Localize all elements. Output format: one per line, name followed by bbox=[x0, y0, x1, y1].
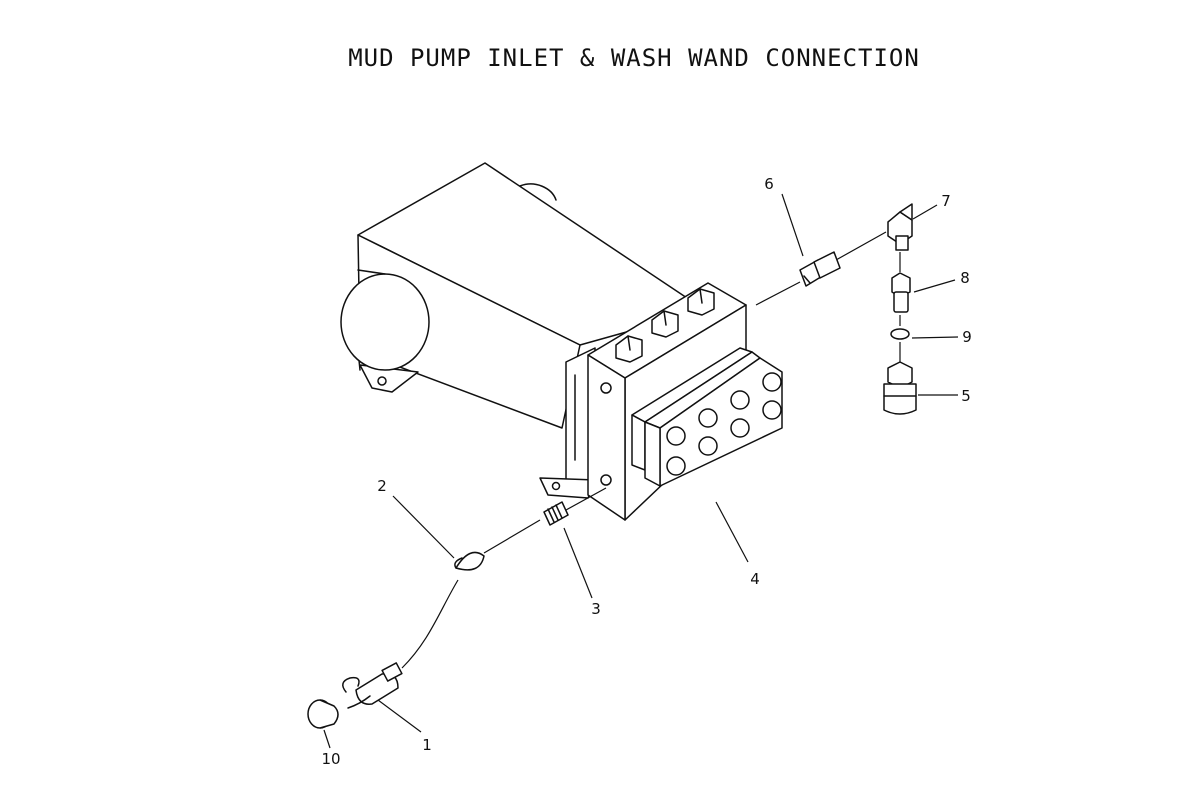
top-hex-cap bbox=[688, 289, 714, 315]
part-1-inlet-fitting bbox=[343, 663, 402, 708]
leader-lines bbox=[324, 194, 958, 748]
part-6-fitting bbox=[800, 252, 840, 286]
motor-end-cap bbox=[341, 270, 429, 370]
top-hex-cap bbox=[616, 336, 642, 362]
part-5-quick-coupler bbox=[884, 362, 916, 414]
callout-4: 4 bbox=[750, 570, 760, 588]
diagram-title: MUD PUMP INLET & WASH WAND CONNECTION bbox=[348, 44, 920, 72]
part-7-elbow bbox=[888, 204, 912, 250]
callout-7: 7 bbox=[941, 192, 951, 210]
explosion-lines bbox=[402, 232, 900, 668]
callout-8: 8 bbox=[960, 269, 970, 287]
callout-2: 2 bbox=[377, 477, 387, 495]
callout-6: 6 bbox=[764, 175, 774, 193]
callout-labels: 1 2 3 4 5 6 7 8 9 10 bbox=[321, 175, 971, 768]
part-3-threaded-nipple bbox=[544, 502, 568, 525]
part-9-o-ring bbox=[891, 329, 909, 339]
top-hex-cap bbox=[652, 311, 678, 337]
part-2-clamp bbox=[455, 552, 484, 569]
pump-head-manifold bbox=[575, 283, 782, 520]
callout-1: 1 bbox=[422, 736, 432, 754]
callout-10: 10 bbox=[321, 750, 340, 768]
callout-9: 9 bbox=[962, 328, 972, 346]
callout-3: 3 bbox=[591, 600, 601, 618]
part-8-adapter bbox=[892, 273, 910, 312]
part-10-cap bbox=[308, 700, 338, 728]
callout-5: 5 bbox=[961, 387, 971, 405]
